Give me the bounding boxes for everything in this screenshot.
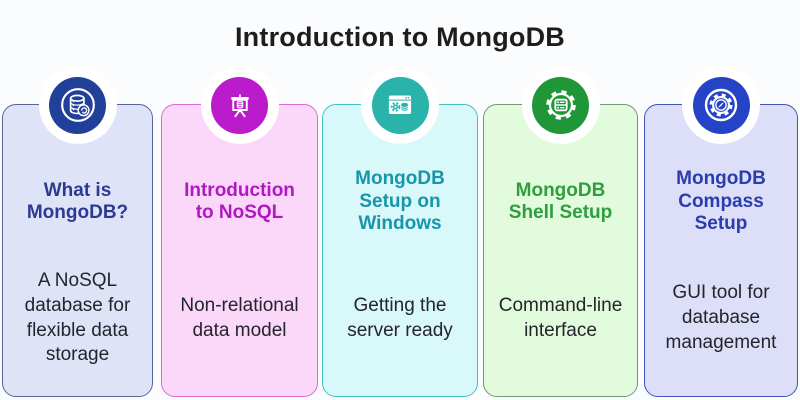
page-title: Introduction to MongoDB [234,22,565,52]
icon-halo [361,66,439,144]
icon-halo [682,66,760,144]
icon-halo [200,66,279,144]
browser-database-gear-icon [371,76,429,134]
card-title: MongoDB Setup on Windows [355,168,445,235]
card-title: Introduction to NoSQL [184,179,295,223]
card-introduction-to-nosql: Introduction to NoSQL Non-relational dat… [161,66,318,397]
card-description: A NoSQL database for flexible data stora… [24,270,131,366]
icon-halo [38,66,117,144]
card-title: MongoDB Compass Setup [676,168,766,235]
card-mongodb-setup-on-windows: MongoDB Setup on Windows Getting the ser… [322,66,478,397]
card-description: Command-line interface [498,294,623,341]
gear-compass-icon [692,76,750,134]
card-title: What is MongoDB? [26,179,129,223]
icon-halo [521,66,600,144]
card-title: MongoDB Shell Setup [508,179,613,223]
card-description: GUI tool for database management [665,282,777,353]
card-mongodb-shell-setup: MongoDB Shell Setup Command-line interfa… [483,66,638,397]
card-description: Non-relational data model [180,294,299,341]
card-what-is-mongodb: What is MongoDB? A NoSQL database for fl… [2,66,153,397]
presentation-database-icon [211,76,268,134]
database-sync-icon [49,76,106,134]
card-description: Getting the server ready [347,294,453,341]
gear-server-icon [532,76,589,134]
card-mongodb-compass-setup: MongoDB Compass Setup GUI tool for datab… [644,66,798,397]
